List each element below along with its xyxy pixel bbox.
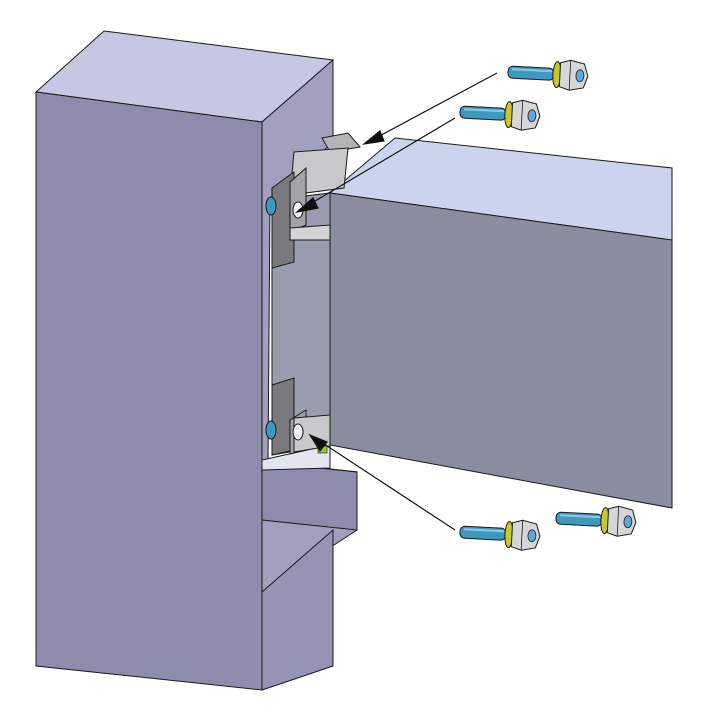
- arrow-2: [294, 117, 456, 214]
- column-notch-floor: [261, 461, 358, 531]
- lower-clip-angle: [265, 377, 331, 456]
- hex-bolt-with-washer-and-nut-icon: [458, 516, 542, 553]
- arrow-1: [361, 72, 498, 145]
- steel-beam: [271, 137, 673, 509]
- assembly-arrows: [294, 72, 498, 531]
- hex-bolt-with-washer-and-nut-icon: [458, 96, 542, 133]
- upper-clip-top: [321, 132, 361, 153]
- beam-front-face: [329, 192, 673, 509]
- upper-clip-leg: [271, 171, 295, 269]
- upper-bolt-stub: [265, 196, 277, 216]
- column-front-face: [35, 91, 263, 691]
- arrow-3: [308, 433, 456, 531]
- hex-bolt-with-washer-and-nut-icon: [506, 56, 590, 93]
- column-block: [34, 30, 358, 691]
- upper-clip-web: [289, 166, 307, 233]
- lower-bolt-stub: [265, 420, 277, 440]
- lower-bolt-hole: [292, 423, 304, 441]
- upper-clip-angle: [265, 132, 361, 269]
- column-lower-side-face: [261, 528, 334, 691]
- upper-clip-plate: [289, 224, 331, 241]
- hex-bolt-with-washer-and-nut-icon: [554, 502, 638, 539]
